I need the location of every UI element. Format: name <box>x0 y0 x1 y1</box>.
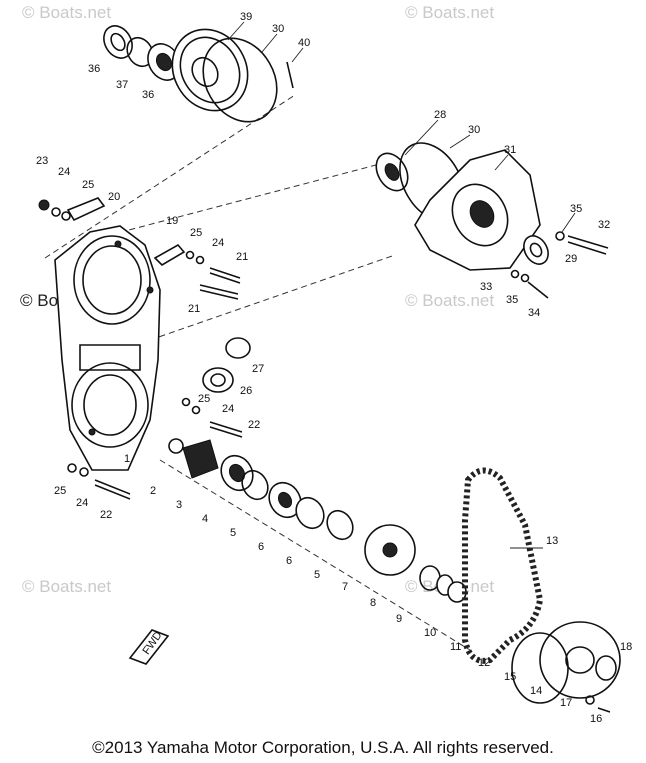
alignment-line <box>159 459 471 651</box>
drive-chain <box>462 467 544 664</box>
callout: 24 <box>222 403 234 415</box>
callout: 34 <box>528 307 540 319</box>
callout: 31 <box>504 144 516 156</box>
callout: 8 <box>370 597 376 609</box>
callout: 21 <box>236 251 248 263</box>
drive-shaft-stack <box>168 438 467 603</box>
callout: 23 <box>36 155 48 167</box>
callout: 27 <box>252 363 264 375</box>
callout: 25 <box>190 227 202 239</box>
callout: 30 <box>468 124 480 136</box>
callout: 36 <box>142 89 154 101</box>
callout: 21 <box>188 303 200 315</box>
callout: 22 <box>100 509 112 521</box>
top-seal-assembly <box>103 25 294 123</box>
callout: 37 <box>116 79 128 91</box>
callout: 36 <box>88 63 100 75</box>
watermark: © Boats.net <box>22 577 111 596</box>
bottom-left-fasteners <box>67 463 131 500</box>
callout: 32 <box>598 219 610 231</box>
callout: 39 <box>240 11 252 23</box>
callout: 4 <box>202 513 208 525</box>
callout: 9 <box>396 613 402 625</box>
callout: 18 <box>620 641 632 653</box>
callout: 33 <box>480 281 492 293</box>
alignment-line <box>109 159 396 236</box>
watermark: © Boats.net <box>405 291 494 310</box>
callout: 19 <box>166 215 178 227</box>
callout: 5 <box>314 569 320 581</box>
callout: 10 <box>424 627 436 639</box>
lower-right-cover <box>511 621 621 713</box>
callout: 35 <box>570 203 582 215</box>
callout: 15 <box>504 671 516 683</box>
right-housing-assembly <box>375 142 609 299</box>
callout: 25 <box>198 393 210 405</box>
callout: 13 <box>546 535 558 547</box>
callout: 20 <box>108 191 120 203</box>
callout: 30 <box>272 23 284 35</box>
callout: 35 <box>506 294 518 306</box>
callout: 1 <box>124 453 130 465</box>
callout: 12 <box>478 657 490 669</box>
callout: 24 <box>212 237 224 249</box>
callout: 3 <box>176 499 182 511</box>
callout: 28 <box>434 109 446 121</box>
callout: 24 <box>58 166 70 178</box>
leader-lines <box>227 21 576 549</box>
callout: 7 <box>342 581 348 593</box>
callout: 25 <box>82 179 94 191</box>
callout: 2 <box>150 485 156 497</box>
callout: 24 <box>76 497 88 509</box>
alignment-line <box>149 254 396 341</box>
callout: 16 <box>590 713 602 725</box>
callout: 11 <box>450 641 461 653</box>
callout: 14 <box>530 685 542 697</box>
callout: 6 <box>286 555 292 567</box>
chaincase-cover <box>54 225 161 471</box>
callout: 6 <box>258 541 264 553</box>
callout: 25 <box>54 485 66 497</box>
watermark: © Boats.net <box>22 3 111 22</box>
watermark: © Boats.net <box>405 3 494 22</box>
callout: 17 <box>560 697 572 709</box>
callout: 22 <box>248 419 260 431</box>
callout: 40 <box>298 37 310 49</box>
callout: 29 <box>565 253 577 265</box>
center-fasteners <box>153 243 251 438</box>
forward-arrow-icon: FWD <box>128 629 170 665</box>
parts-diagram: © Boats.net © Boats.net © Boats.net © Bo… <box>20 3 632 725</box>
callout-labels: 36 37 36 39 30 40 28 30 31 23 24 25 20 3… <box>36 11 632 725</box>
copyright-notice: ©2013 Yamaha Motor Corporation, U.S.A. A… <box>92 738 554 757</box>
top-left-fasteners <box>38 197 106 222</box>
callout: 5 <box>230 527 236 539</box>
callout: 26 <box>240 385 252 397</box>
